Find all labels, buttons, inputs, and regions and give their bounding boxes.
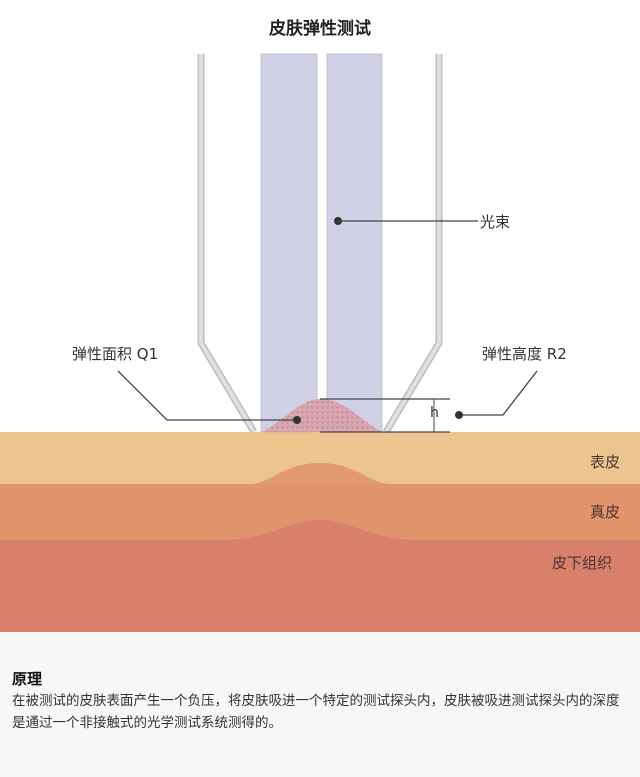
principle-heading: 原理 bbox=[12, 670, 43, 688]
probe-walls bbox=[197, 54, 443, 434]
height-marker-label: h bbox=[430, 405, 439, 421]
elastic-height-label: 弹性高度 R2 bbox=[482, 345, 567, 363]
light-beam-label: 光束 bbox=[480, 213, 511, 231]
dermis-label: 真皮 bbox=[590, 503, 621, 521]
leader-elastic-area bbox=[117, 370, 301, 424]
subcutaneous-label: 皮下组织 bbox=[552, 554, 613, 572]
elastic-area-label: 弹性面积 Q1 bbox=[72, 345, 159, 363]
principle-section: 原理 在被测试的皮肤表面产生一个负压，将皮肤吸进一个特定的测试探头内，皮肤被吸进… bbox=[0, 632, 640, 777]
light-beam bbox=[260, 53, 383, 433]
diagram-title: 皮肤弹性测试 bbox=[269, 19, 371, 39]
height-measure bbox=[320, 398, 450, 433]
leader-light-beam bbox=[334, 217, 478, 225]
epidermis-label: 表皮 bbox=[590, 453, 621, 471]
layer-dermis bbox=[0, 463, 640, 540]
skin-elasticity-diagram bbox=[0, 53, 640, 632]
leader-elastic-height bbox=[455, 370, 538, 419]
skin-layers bbox=[0, 432, 640, 632]
skin-bulge bbox=[262, 399, 382, 432]
principle-text: 在被测试的皮肤表面产生一个负压，将皮肤吸进一个特定的测试探头内，皮肤被吸进测试探… bbox=[12, 693, 620, 731]
